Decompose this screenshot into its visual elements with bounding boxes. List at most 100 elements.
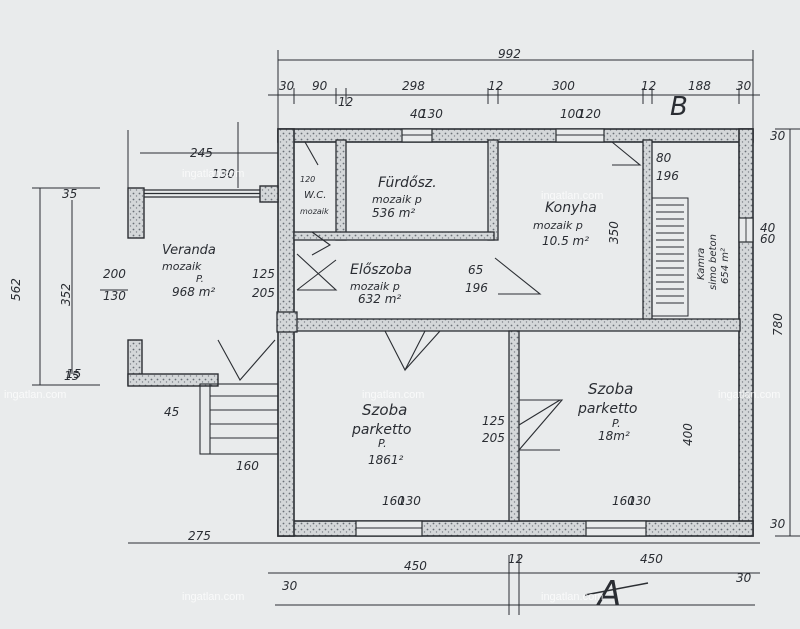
room-extra: P. xyxy=(612,417,621,430)
room-pantry: Kamra simo beton 654 m² xyxy=(696,234,731,290)
left-dim: 352 xyxy=(59,283,73,306)
bottom-dim: 30 xyxy=(282,579,298,593)
windows xyxy=(355,128,754,537)
right-dim: 30 xyxy=(770,129,786,143)
top-dim: 30 xyxy=(279,79,295,93)
bottom-window-mark: 130 xyxy=(628,494,651,508)
entrance-steps xyxy=(199,383,279,455)
bottom-window-mark: 160 xyxy=(382,494,405,508)
kitchen-dim: 350 xyxy=(607,221,621,244)
total-width: 992 xyxy=(498,47,521,61)
room-extra: P. xyxy=(378,437,387,450)
bottom-dim: 30 xyxy=(736,571,752,585)
room-extra: P. xyxy=(196,274,204,285)
veranda-door-dim: 200 xyxy=(103,267,126,281)
room-dim: 400 xyxy=(681,423,695,446)
door-dim-bottom: 205 xyxy=(252,286,275,300)
misc-dim: 130 xyxy=(212,167,235,181)
wc-dim: 120 xyxy=(300,175,315,184)
room-area: 536 m² xyxy=(372,206,415,220)
misc-dim: 160 xyxy=(236,459,259,473)
room-floor: simo beton xyxy=(708,234,719,290)
door-swings xyxy=(217,141,642,451)
room-name: Fürdősz. xyxy=(378,175,437,191)
watermark: ingatlan.com xyxy=(362,389,424,401)
top-dim: 298 xyxy=(402,79,425,93)
room-area: 18m² xyxy=(598,429,630,443)
room-name: Veranda xyxy=(162,243,216,258)
misc-dim: 245 xyxy=(190,146,213,160)
room-floor: mozaik p xyxy=(533,219,583,232)
veranda-window xyxy=(144,189,260,198)
door-dim-bottom: 205 xyxy=(482,431,505,445)
top-dim: 30 xyxy=(736,79,752,93)
left-dim: 15 xyxy=(64,369,79,383)
door-dim-bottom: 196 xyxy=(465,281,488,295)
room-floor: mozaik p xyxy=(372,193,422,206)
veranda-door-dim: 130 xyxy=(103,289,126,303)
left-dim: 562 xyxy=(9,278,23,301)
room-area: 632 m² xyxy=(358,292,401,306)
room-area: 1861² xyxy=(368,453,404,467)
room-floor: mozaik xyxy=(162,260,202,273)
room-labels: Fürdősz. mozaik p 536 m² Konyha mozaik p… xyxy=(162,175,731,467)
section-label-b: B xyxy=(670,92,688,122)
right-dim: 780 xyxy=(771,313,785,336)
room-area: 654 m² xyxy=(720,248,731,284)
wc-floor: mozaik xyxy=(300,207,329,216)
watermark: ingatlan.com xyxy=(541,591,603,603)
dimension-numbers: 992 30 90 298 12 300 12 188 30 12 40 130… xyxy=(9,47,786,593)
section-mark-line xyxy=(584,582,649,596)
top-dim: 12 xyxy=(488,79,503,93)
top-small-dim: 12 xyxy=(338,95,353,109)
bottom-window-mark: 130 xyxy=(398,494,421,508)
veranda-walls xyxy=(127,185,279,387)
misc-dim: 15 xyxy=(66,367,81,381)
door-dim-top: 80 xyxy=(656,151,672,165)
misc-dim: 60 xyxy=(760,232,776,246)
room-veranda: Veranda mozaik P. 968 m² xyxy=(162,243,216,299)
window-mark: 40 xyxy=(410,107,426,121)
watermarks: ingatlan.com ingatlan.com ingatlan.com i… xyxy=(4,168,780,603)
door-dim-bottom: 196 xyxy=(656,169,679,183)
top-dim: 12 xyxy=(641,79,656,93)
right-dim: 30 xyxy=(770,517,786,531)
room-floor: parketto xyxy=(351,422,412,438)
room-name: Szoba xyxy=(588,380,633,398)
window-mark: 100 xyxy=(560,107,583,121)
room-area: 968 m² xyxy=(172,285,215,299)
room-floor: mozaik p xyxy=(350,280,400,293)
room-right-bedroom: Szoba parketto P. 18m² xyxy=(577,380,638,443)
top-dim: 300 xyxy=(552,79,575,93)
room-area: 10.5 m² xyxy=(542,234,589,248)
window-mark: 130 xyxy=(420,107,443,121)
room-wc: 120 W.C. mozaik xyxy=(300,175,329,216)
bottom-dim: 12 xyxy=(508,552,523,566)
dimension-lines xyxy=(32,50,800,615)
window-sash-lines xyxy=(356,134,747,529)
misc-dim: 45 xyxy=(164,405,179,419)
window-mark: 120 xyxy=(578,107,601,121)
left-dim: 35 xyxy=(62,187,77,201)
room-hall: Előszoba mozaik p 632 m² xyxy=(350,262,412,306)
bottom-dim: 450 xyxy=(404,559,427,573)
pantry-shelving xyxy=(651,197,689,317)
watermark: ingatlan.com xyxy=(182,168,244,180)
watermark: ingatlan.com xyxy=(4,389,66,401)
room-name: Kamra xyxy=(696,248,707,280)
top-dim: 188 xyxy=(688,79,711,93)
bottom-window-mark: 160 xyxy=(612,494,635,508)
door-dim-top: 65 xyxy=(468,263,483,277)
room-kitchen: Konyha mozaik p 10.5 m² xyxy=(533,200,597,248)
room-name: Előszoba xyxy=(350,262,412,278)
door-dim-top: 125 xyxy=(252,267,275,281)
bottom-dim: 450 xyxy=(640,552,663,566)
interior-walls xyxy=(276,139,741,522)
watermark: ingatlan.com xyxy=(718,389,780,401)
room-floor: parketto xyxy=(577,401,638,417)
misc-dim: 40 xyxy=(760,221,776,235)
section-label-a: A xyxy=(596,574,621,614)
room-left-bedroom: Szoba parketto P. 1861² xyxy=(351,401,412,467)
watermark: ingatlan.com xyxy=(541,190,603,202)
